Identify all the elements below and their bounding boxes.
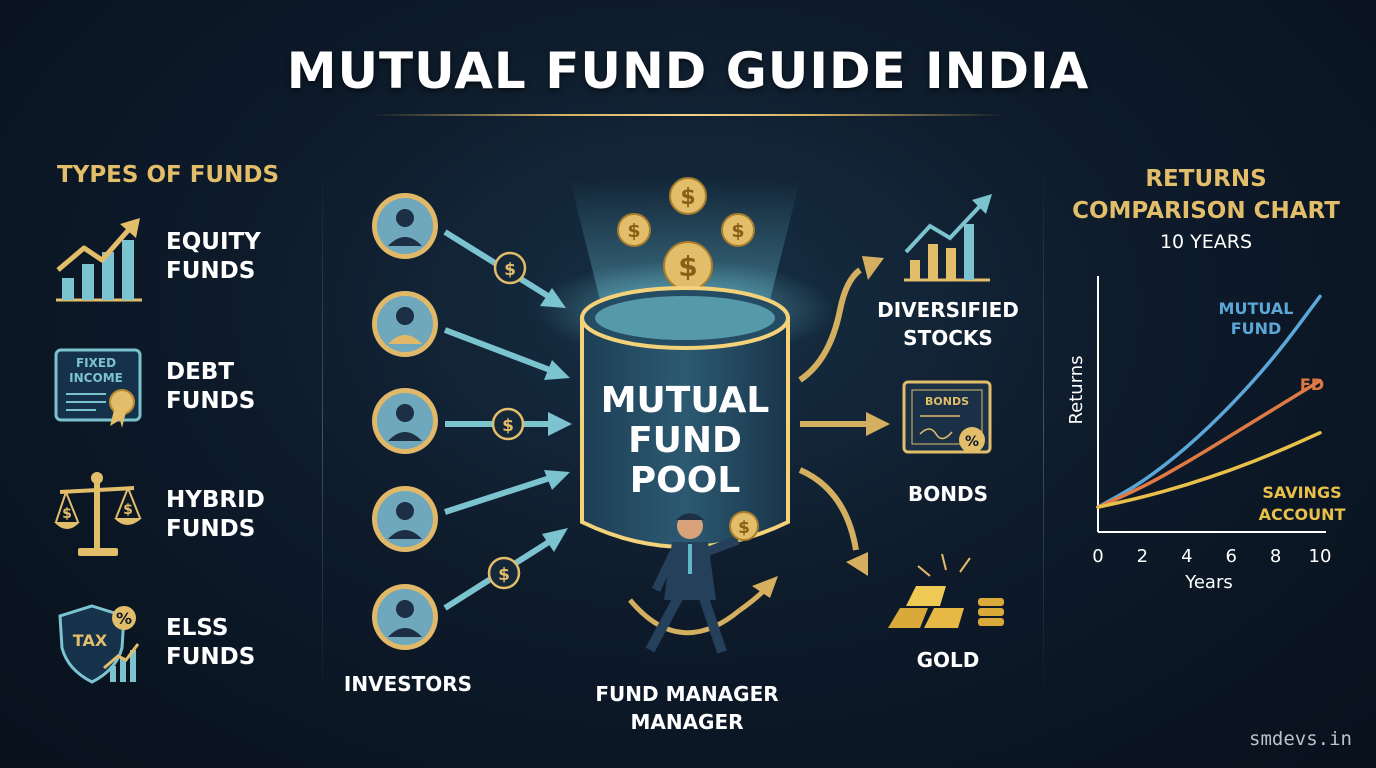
pool-line1: MUTUAL [601,380,770,421]
asset-diversified-stocks-label: DIVERSIFIED STOCKS [872,296,1024,352]
coin-icon: $ [617,213,651,247]
bond-certificate-text: BONDS [925,395,969,408]
fund-type-hybrid-line2: FUNDS [166,516,256,542]
fund-type-hybrid-line1: HYBRID [166,487,265,513]
mutual-fund-pool: MUTUAL FUND POOL [580,286,790,549]
investor-avatars [372,193,438,650]
fund-manager-label: FUND MANAGER MANAGER [582,680,792,736]
fund-manager-figure: $ [628,511,778,654]
series-line-1 [1096,378,1322,509]
coin-icon: $ [487,556,521,590]
fund-type-elss-label: ELSS FUNDS [166,614,306,672]
tax-shield-icon: TAX % [58,604,140,684]
investors-label: INVESTORS [343,672,473,696]
avatar [372,193,438,259]
fund-type-debt-line1: DEBT [166,359,235,385]
asset-arrows [798,267,866,551]
coin-icon: $ [491,407,525,441]
coin-icon: $ [721,213,755,247]
fund-type-elss-line1: ELSS [166,615,229,641]
asset-gold-label: GOLD [916,648,980,672]
fund-type-debt-label: DEBT FUNDS [166,358,306,416]
coin-icon: $ [669,177,707,215]
balance-scale-icon: $ $ [54,472,142,556]
avatar [372,388,438,454]
pool-line3: POOL [630,460,741,501]
x-tick-label: 0 [1092,546,1103,567]
x-tick-label: 6 [1225,546,1236,567]
stock-chart-icon [904,194,992,282]
coin-icon: $ [729,511,759,541]
coin-symbol: $ [738,518,750,538]
fund-type-equity-label: EQUITY FUNDS [166,228,306,286]
avatar [372,486,438,552]
x-tick-label: 8 [1270,546,1281,567]
fund-type-equity-line2: FUNDS [166,258,256,284]
asset-stocks-line2: STOCKS [903,326,993,350]
asset-bonds-label: BONDS [908,482,988,506]
pool-line2: FUND [628,420,742,461]
series-label-savings-line1: SAVINGS [1262,483,1341,502]
gold-bars-icon [888,553,1004,628]
title-divider [370,114,1006,116]
x-tick-label: 10 [1309,546,1332,567]
scale-left-dollar: $ [62,506,72,522]
fund-flow-diagram: $ $ $ $ MUTUAL FUND POOL [372,177,1004,654]
fund-type-hybrid-label: HYBRID FUNDS [166,486,306,544]
page-title: MUTUAL FUND GUIDE INDIA [286,42,1090,100]
chart-heading-line2: COMPARISON CHART [1072,198,1340,224]
certificate-text-income: INCOME [69,371,123,385]
types-of-funds-heading: TYPES OF FUNDS [56,162,280,188]
left-divider [322,160,323,700]
coin-symbol: $ [504,260,516,280]
chart-subtitle: 10 YEARS [1159,231,1253,253]
series-line-0 [1096,294,1322,509]
x-tick-label: 4 [1181,546,1192,567]
fund-manager-line1: FUND MANAGER [595,682,779,706]
fund-manager-line2: MANAGER [630,710,744,734]
bond-percent: % [965,434,979,450]
coin-icon: $ [493,251,527,285]
asset-arrowheads [846,256,890,576]
watermark: smdevs.in [1249,728,1352,750]
tax-text: TAX [73,631,108,650]
series-label-savings-line2: ACCOUNT [1259,505,1346,524]
coin-symbol: $ [678,250,697,283]
coin-symbol: $ [731,220,744,242]
asset-stocks-line1: DIVERSIFIED [877,298,1019,322]
coin-symbol: $ [627,220,640,242]
chart-heading: RETURNS COMPARISON CHART [1058,163,1354,227]
coin-icon: $ [663,241,713,291]
investor-coins: $ $ $ [487,251,527,590]
series-label-fd: FD [1300,375,1324,394]
bond-certificate-icon: BONDS % [902,380,992,454]
x-tick-label: 2 [1137,546,1148,567]
fund-type-debt-line2: FUNDS [166,388,256,414]
x-axis-label: Years [1184,572,1233,593]
series-line-2 [1096,431,1322,509]
series-label-mutual-fund-line2: FUND [1231,319,1282,338]
falling-coins: $ $ $ $ [617,177,755,291]
avatar [372,584,438,650]
certificate-icon: FIXED INCOME [54,348,142,428]
fund-type-elss-line2: FUNDS [166,644,256,670]
tax-percent: % [116,609,132,628]
coin-symbol: $ [502,416,514,436]
fund-type-equity-line1: EQUITY [166,229,261,255]
coin-symbol: $ [498,565,510,585]
scale-right-dollar: $ [123,502,133,518]
coin-symbol: $ [680,185,695,210]
series-label-mutual-fund-line1: MUTUAL [1219,299,1294,318]
chart-heading-line1: RETURNS [1145,166,1267,192]
avatar [372,291,438,357]
y-axis-label: Returns [1066,355,1087,424]
growth-chart-icon [56,218,142,302]
certificate-text-fixed: FIXED [76,356,116,370]
right-divider [1043,160,1044,700]
